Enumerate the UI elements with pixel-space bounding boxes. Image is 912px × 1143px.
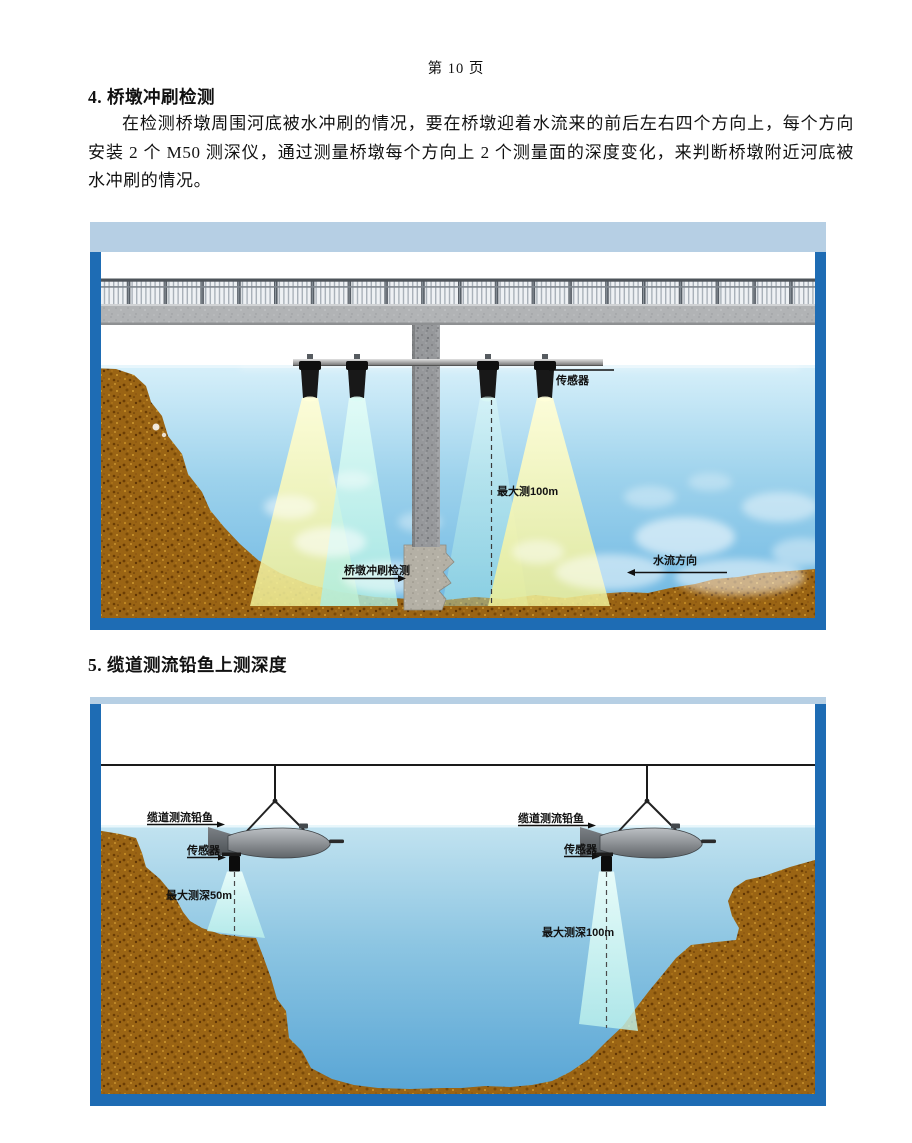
- bubbles: [152, 423, 167, 438]
- bridge-deck: [101, 278, 815, 325]
- bridge-pier: [412, 322, 440, 547]
- sensor-1: [299, 354, 321, 402]
- flow-arrowhead-icon: [627, 569, 635, 576]
- figure1-labels: 传感器 最大测100m 桥墩冲刷检测 水流方向: [342, 369, 727, 582]
- sensor-left-arrowhead-icon: [218, 854, 226, 861]
- depth-sensors: [299, 354, 556, 402]
- lead-fish-right-arrowhead-icon: [588, 822, 596, 829]
- figure2-sky-band: [90, 697, 826, 704]
- max-depth-right-label: 最大测深100m: [542, 925, 614, 939]
- lead-fish-right-label: 缆道测流铅鱼: [518, 811, 584, 825]
- figure1-frame: [90, 252, 826, 630]
- sensor-mount-bar: [293, 359, 603, 366]
- sensor-left-label: 传感器: [186, 843, 221, 857]
- figure-cableway-sounding: 缆道测流铅鱼 传感器 最大测深50m 缆道测流铅鱼 传感器 最大测深100m: [90, 697, 826, 1106]
- flow-direction-label: 水流方向: [653, 553, 697, 567]
- sonar-beams-2: [207, 871, 638, 1031]
- page-number: 第 10 页: [427, 61, 485, 77]
- sensor-4: [534, 354, 556, 402]
- water-foam: [240, 364, 826, 595]
- cableway-illustration: 缆道测流铅鱼 传感器 最大测深50m 缆道测流铅鱼 传感器 最大测深100m: [90, 697, 826, 1106]
- section-5-heading: 5. 缆道测流铅鱼上测深度: [88, 655, 287, 675]
- bridge-scour-illustration: 传感器 最大测100m 桥墩冲刷检测 水流方向: [90, 222, 826, 630]
- pier-foundation: [403, 544, 455, 611]
- figure2-labels: 缆道测流铅鱼 传感器 最大测深50m 缆道测流铅鱼 传感器 最大测深100m: [147, 810, 614, 939]
- sensor-2: [346, 354, 368, 402]
- scour-detection-label: 桥墩冲刷检测: [344, 563, 410, 577]
- figure1-sky-band: [90, 222, 826, 252]
- figure-bridge-scour: 传感器 最大测100m 桥墩冲刷检测 水流方向: [90, 222, 826, 630]
- figure2-frame: [90, 704, 826, 1106]
- sensor-label: 传感器: [555, 373, 590, 387]
- lead-fish-left-label: 缆道测流铅鱼: [147, 810, 213, 824]
- max-depth-left-label: 最大测深50m: [166, 888, 232, 902]
- lead-fish-left-arrowhead-icon: [217, 821, 225, 828]
- max-range-label: 最大测100m: [497, 484, 558, 498]
- section-4-heading: 4. 桥墩冲刷检测: [88, 87, 215, 107]
- scour-arrowhead-icon: [398, 575, 406, 582]
- sensor-right-label: 传感器: [563, 842, 598, 856]
- section-4-paragraph: 在检测桥墩周围河底被水冲刷的情况，要在桥墩迎着水流来的前后左右四个方向上，每个方…: [88, 114, 854, 190]
- sensor-right-arrowhead-icon: [592, 853, 600, 860]
